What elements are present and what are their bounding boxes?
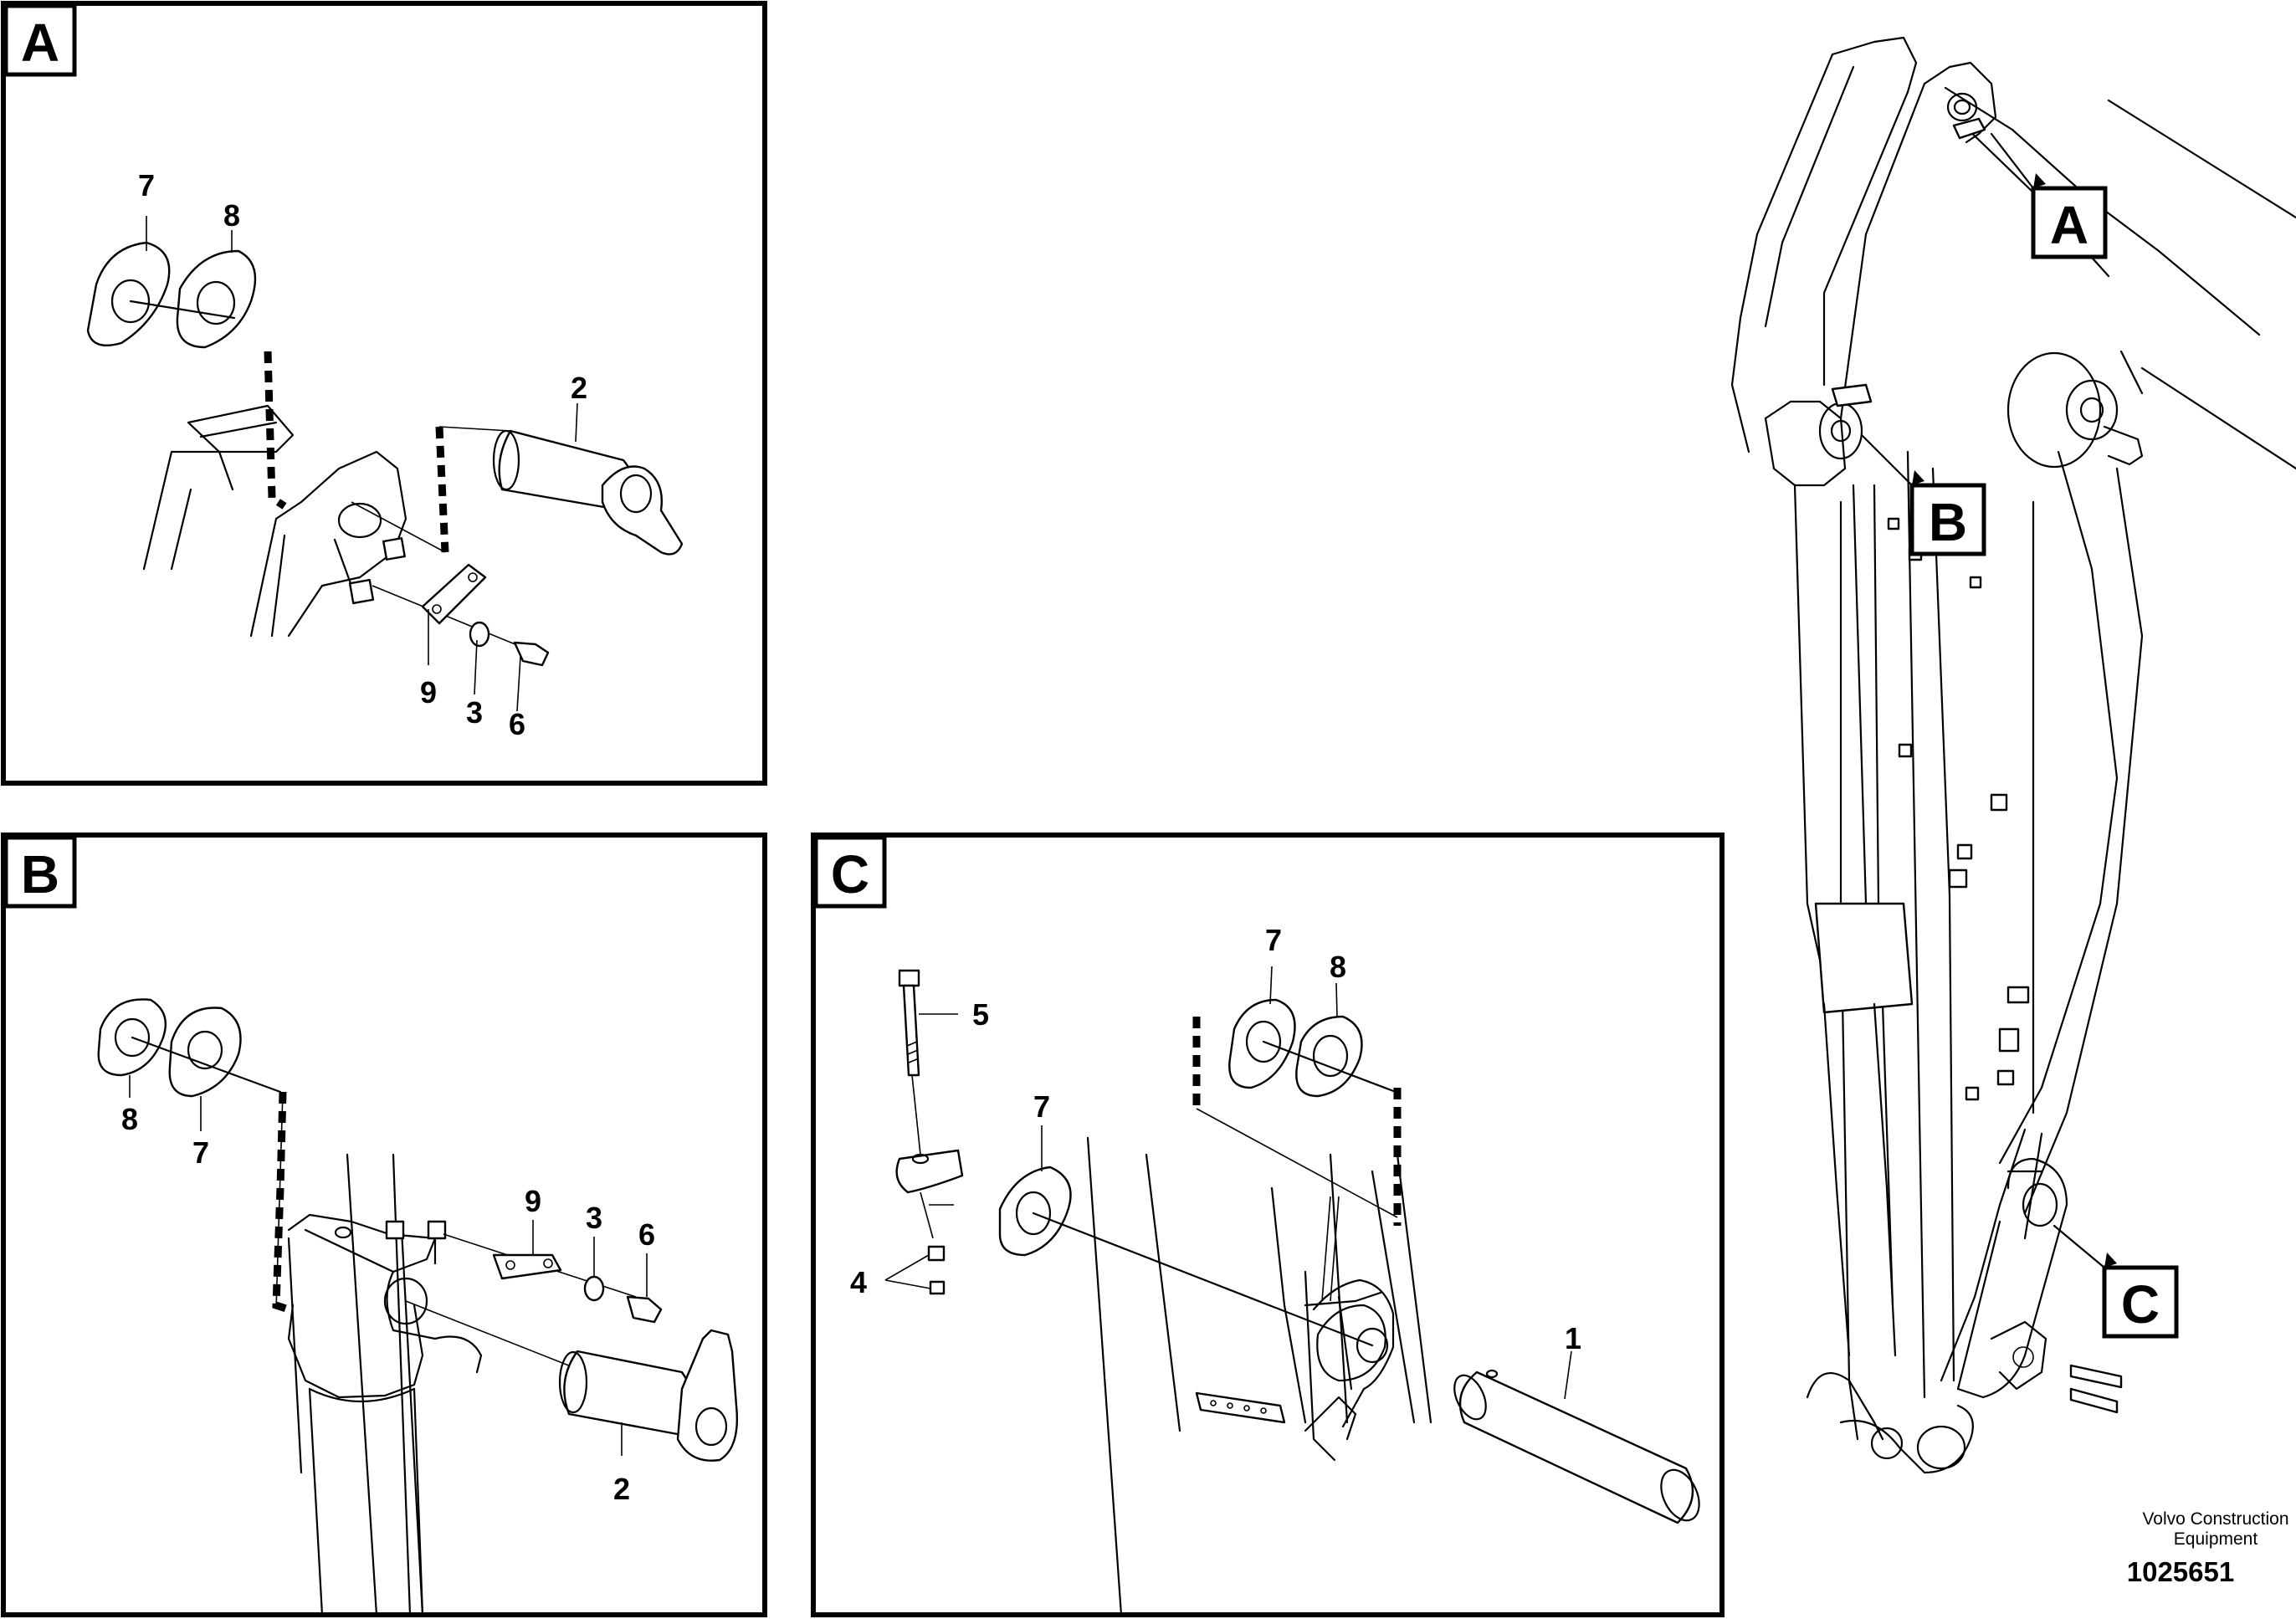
panel-a-callout-7: 7 xyxy=(138,168,155,202)
panel-a-callout-2: 2 xyxy=(571,371,587,405)
detail-panel-c: C xyxy=(811,833,1725,1617)
panel-a-callout-3: 3 xyxy=(466,695,483,730)
panel-a-frame xyxy=(1,1,767,786)
panel-c-washer-7 xyxy=(1228,998,1296,1089)
panel-a-washer-8 xyxy=(176,249,257,349)
panel-a-bracket xyxy=(142,404,407,638)
panel-a-washer-3 xyxy=(469,621,490,648)
footer-figure-number: 1025651 xyxy=(2127,1556,2234,1587)
panel-a-washer-7 xyxy=(86,241,171,347)
panel-b-frame xyxy=(1,833,767,1617)
panel-b-callout-2: 2 xyxy=(613,1472,630,1506)
panel-c-callout-7-pair: 7 xyxy=(1265,923,1282,957)
panel-b-callout-7: 7 xyxy=(192,1135,209,1170)
overview-tag-b-letter: B xyxy=(1929,492,1967,552)
panel-b-tag-box xyxy=(3,835,77,909)
detail-panel-a: A xyxy=(1,1,767,786)
footer-company-line1: Volvo Construction xyxy=(2142,1509,2288,1529)
panel-c-pin-1 xyxy=(1453,1369,1700,1524)
panel-c-nuts-4 xyxy=(884,1254,931,1289)
panel-c-callout-5: 5 xyxy=(972,997,989,1032)
overview-tag-a: A xyxy=(2031,186,2108,259)
panel-c-tag-box xyxy=(813,835,887,909)
panel-c-callout-8: 8 xyxy=(1330,950,1346,984)
overview-tag-b: B xyxy=(1909,483,1986,556)
overview-tag-a-letter: A xyxy=(2050,195,2088,255)
panel-a-bolt-6 xyxy=(513,641,550,667)
panel-b-washer-3 xyxy=(583,1275,605,1302)
panel-c-callout-7-single: 7 xyxy=(1033,1089,1050,1124)
overview-arm xyxy=(1730,36,2296,1474)
panel-b-callout-8: 8 xyxy=(121,1102,138,1136)
overview-tag-c: C xyxy=(2102,1265,2179,1339)
panel-b-callout-9: 9 xyxy=(525,1184,541,1218)
panel-a-tag-box xyxy=(3,3,77,77)
panel-b-washer-7 xyxy=(168,1007,242,1098)
panel-b-bolt-6 xyxy=(626,1295,663,1324)
panel-b-cylinder-eye xyxy=(287,1153,483,1616)
footer-company-line2: Equipment xyxy=(2174,1529,2258,1549)
panel-c-callout-1: 1 xyxy=(1565,1321,1581,1355)
panel-c-bolt-5 xyxy=(898,969,921,1155)
panel-c-frame xyxy=(811,833,1725,1617)
overview-tag-c-letter: C xyxy=(2121,1274,2160,1335)
panel-c-washer-7-single xyxy=(998,1166,1072,1257)
panel-c-washer-8 xyxy=(1295,1015,1363,1098)
panel-b-callout-6: 6 xyxy=(638,1217,655,1252)
panel-c-callout-4: 4 xyxy=(850,1265,867,1299)
panel-a-callout-6: 6 xyxy=(509,707,525,741)
panel-b-callout-3: 3 xyxy=(586,1201,602,1235)
panel-a-callout-9: 9 xyxy=(420,675,437,710)
panel-b-pin-2 xyxy=(558,1329,738,1462)
panel-a-letter: A xyxy=(21,13,59,73)
detail-panel-b: B xyxy=(1,833,767,1617)
panel-c-letter: C xyxy=(831,844,869,904)
panel-b-letter: B xyxy=(21,844,59,904)
panel-a-pin-2 xyxy=(492,429,684,556)
panel-a-callout-8: 8 xyxy=(223,198,240,233)
panel-c-arm xyxy=(1086,1136,1432,1616)
